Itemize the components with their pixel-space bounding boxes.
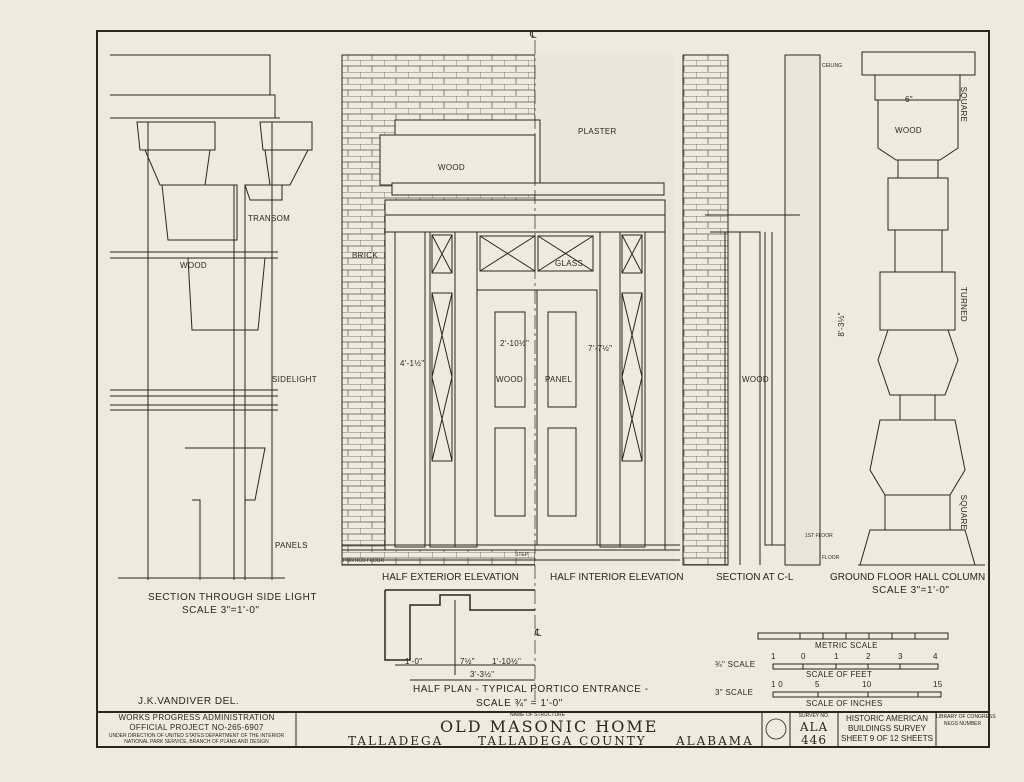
section-cl-drawing	[705, 54, 821, 566]
label-first-floor: 1ST FLOOR	[805, 533, 833, 539]
scale-of-inches-label: SCALE OF INCHES	[806, 699, 883, 708]
label-sidelight: SIDELIGHT	[272, 375, 317, 384]
dim-sidelight: 4'-1½"	[400, 359, 425, 368]
label-wood: WOOD	[180, 261, 207, 270]
label-brick: BRICK	[352, 251, 378, 260]
feet-tick: 1	[834, 652, 839, 661]
dim-door-panel: 2'-10½"	[500, 339, 530, 348]
quarter-scale-label: ¾" SCALE	[715, 660, 756, 669]
survey-number: 446	[801, 733, 827, 747]
label-panels: PANELS	[275, 541, 308, 550]
feet-tick: 1	[771, 652, 776, 661]
label-step: STEP	[515, 552, 529, 558]
sheet-border	[96, 30, 990, 748]
plan-scale: SCALE ¾" = 1'-0"	[476, 698, 563, 709]
section-cl-title: SECTION AT C-L	[716, 572, 794, 583]
dim-plan-4: 3'-3½"	[470, 670, 495, 679]
section-side-light-title: SECTION THROUGH SIDE LIGHT	[148, 592, 317, 603]
feet-tick: 3	[898, 652, 903, 661]
structure-name: OLD MASONIC HOME	[440, 717, 659, 736]
feet-tick: 0	[801, 652, 806, 661]
sheet-number: SHEET 9 OF 12 SHEETS	[841, 734, 933, 743]
dim-column-height: 8'-3½"	[836, 312, 846, 337]
dim-plan-3: 1'-10½"	[492, 657, 522, 666]
dim-plan-1: 1'-0"	[405, 657, 423, 666]
scale-of-feet-label: SCALE OF FEET	[806, 670, 873, 679]
inch-tick: 15	[933, 680, 943, 689]
dim-door-height: 7'-7½"	[588, 344, 613, 353]
centerline-plan: ℄	[535, 628, 542, 639]
graphic-scales	[757, 632, 949, 698]
hall-column-drawing	[858, 51, 985, 566]
habs-line-2: BUILDINGS SURVEY	[847, 724, 927, 733]
three-scale-label: 3" SCALE	[715, 688, 754, 697]
wpa-line-2: OFFICIAL PROJECT NO-265-6907	[129, 723, 264, 732]
wpa-line-3: UNDER DIRECTION OF UNITED STATES DEPARTM…	[108, 733, 285, 739]
seal-icon	[765, 718, 787, 740]
county: TALLADEGA COUNTY	[478, 734, 647, 748]
wpa-line-1: WORKS PROGRESS ADMINISTRATION	[118, 713, 275, 722]
label-square-bottom: SQUARE	[959, 494, 969, 531]
dim-plan-2: 7½"	[460, 657, 475, 666]
half-exterior-title: HALF EXTERIOR ELEVATION	[382, 572, 519, 583]
habs-line-1: HISTORIC AMERICAN	[845, 714, 929, 723]
label-portico-floor: PORTICO FLOOR	[343, 558, 385, 564]
label-wood-door: WOOD	[496, 375, 523, 384]
feet-tick: 2	[866, 652, 871, 661]
entrance-elevation-drawing	[341, 40, 729, 700]
plan-title: HALF PLAN - TYPICAL PORTICO ENTRANCE -	[413, 684, 649, 695]
wpa-line-4: NATIONAL PARK SERVICE, BRANCH OF PLANS A…	[124, 739, 269, 745]
label-wood-transom: WOOD	[438, 163, 465, 172]
label-panel: PANEL	[545, 375, 573, 384]
label-plaster: PLASTER	[578, 127, 617, 136]
centerline-top: ℄	[530, 30, 537, 41]
label-ceiling: CEILING	[822, 63, 843, 69]
survey-code: ALA	[799, 720, 829, 734]
label-wood-column: WOOD	[895, 126, 922, 135]
section-side-light-scale: SCALE 3"=1'-0"	[182, 605, 260, 616]
name-label: NAME OF STRUCTURE	[510, 712, 565, 718]
column-scale: SCALE 3"=1'-0"	[872, 585, 950, 596]
label-glass: GLASS	[555, 259, 584, 268]
inch-tick: 1 0	[771, 680, 784, 689]
half-interior-title: HALF INTERIOR ELEVATION	[550, 572, 684, 583]
delineator: J.K.VANDIVER DEL.	[138, 696, 240, 707]
feet-tick: 4	[933, 652, 938, 661]
label-turned: TURNED	[958, 286, 968, 322]
loc-line-2: NEGS NUMBER	[943, 721, 982, 727]
loc-line-1: LIBRARY OF CONGRESS	[936, 714, 996, 720]
state: ALABAMA	[676, 734, 754, 748]
inch-tick: 5	[815, 680, 820, 689]
label-square-top: SQUARE	[959, 86, 969, 123]
label-floor: FLOOR	[822, 555, 840, 561]
half-plan-drawing	[384, 589, 535, 681]
label-wood-cl: WOOD	[742, 375, 769, 384]
column-title: GROUND FLOOR HALL COLUMN	[830, 572, 986, 583]
metric-scale-label: METRIC SCALE	[815, 641, 878, 650]
city: TALLADEGA	[348, 734, 444, 748]
label-transom: TRANSOM	[248, 214, 291, 223]
section-side-light-drawing	[110, 54, 313, 580]
inch-tick: 10	[862, 680, 872, 689]
dim-column-width: 6"	[905, 95, 913, 104]
survey-label: SURVEY NO.	[798, 713, 830, 719]
